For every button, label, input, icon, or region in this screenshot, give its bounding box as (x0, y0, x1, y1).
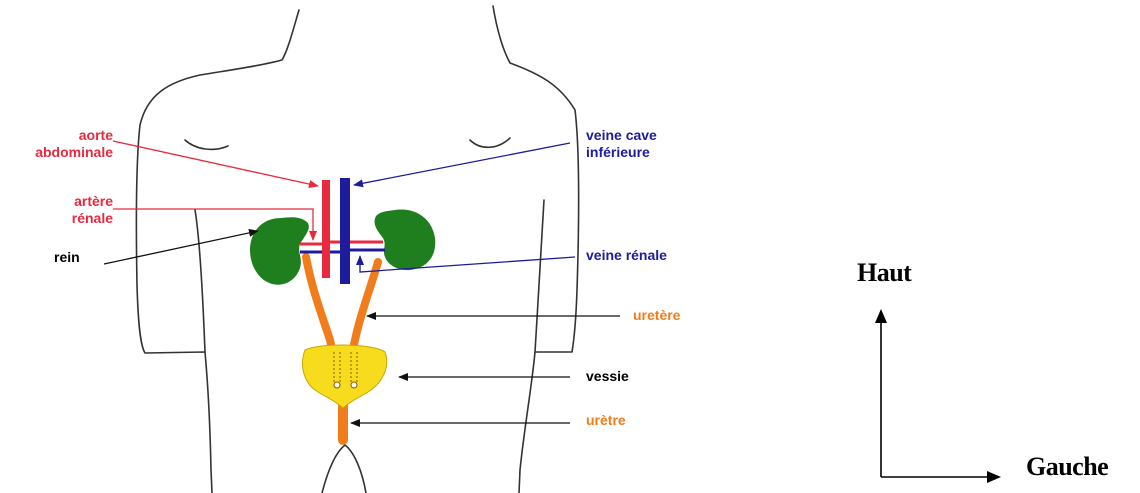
crotch-outline (322, 445, 366, 493)
left-chest-line (185, 140, 228, 149)
right-kidney (375, 210, 436, 271)
veine-cave-label: veine cave inférieure (586, 127, 657, 161)
rein-label: rein (54, 249, 80, 266)
aorte-label: aorte abdominale (12, 127, 113, 161)
uretre-label: urètre (586, 412, 626, 429)
aorte-leader (113, 141, 318, 186)
left-ureteric-orifice (334, 382, 340, 388)
bladder (303, 345, 387, 408)
torso-outline-right (493, 6, 579, 493)
gauche-label: Gauche (1026, 452, 1108, 482)
left-arm-inner (195, 210, 205, 352)
orientation-axes (881, 311, 999, 477)
right-chest-line (470, 138, 510, 147)
veine-renale-label: veine rénale (586, 247, 667, 264)
abdominal-aorta (322, 180, 330, 278)
rein-leader (104, 231, 258, 264)
uretere-label: uretère (633, 307, 680, 324)
haut-label: Haut (857, 258, 911, 288)
veine-cave-leader (354, 143, 570, 185)
inferior-vena-cava (340, 178, 350, 284)
artere-renale-label: artère rénale (12, 193, 113, 227)
vessie-label: vessie (586, 368, 629, 385)
right-ureteric-orifice (351, 382, 357, 388)
right-arm-inner (535, 200, 544, 352)
